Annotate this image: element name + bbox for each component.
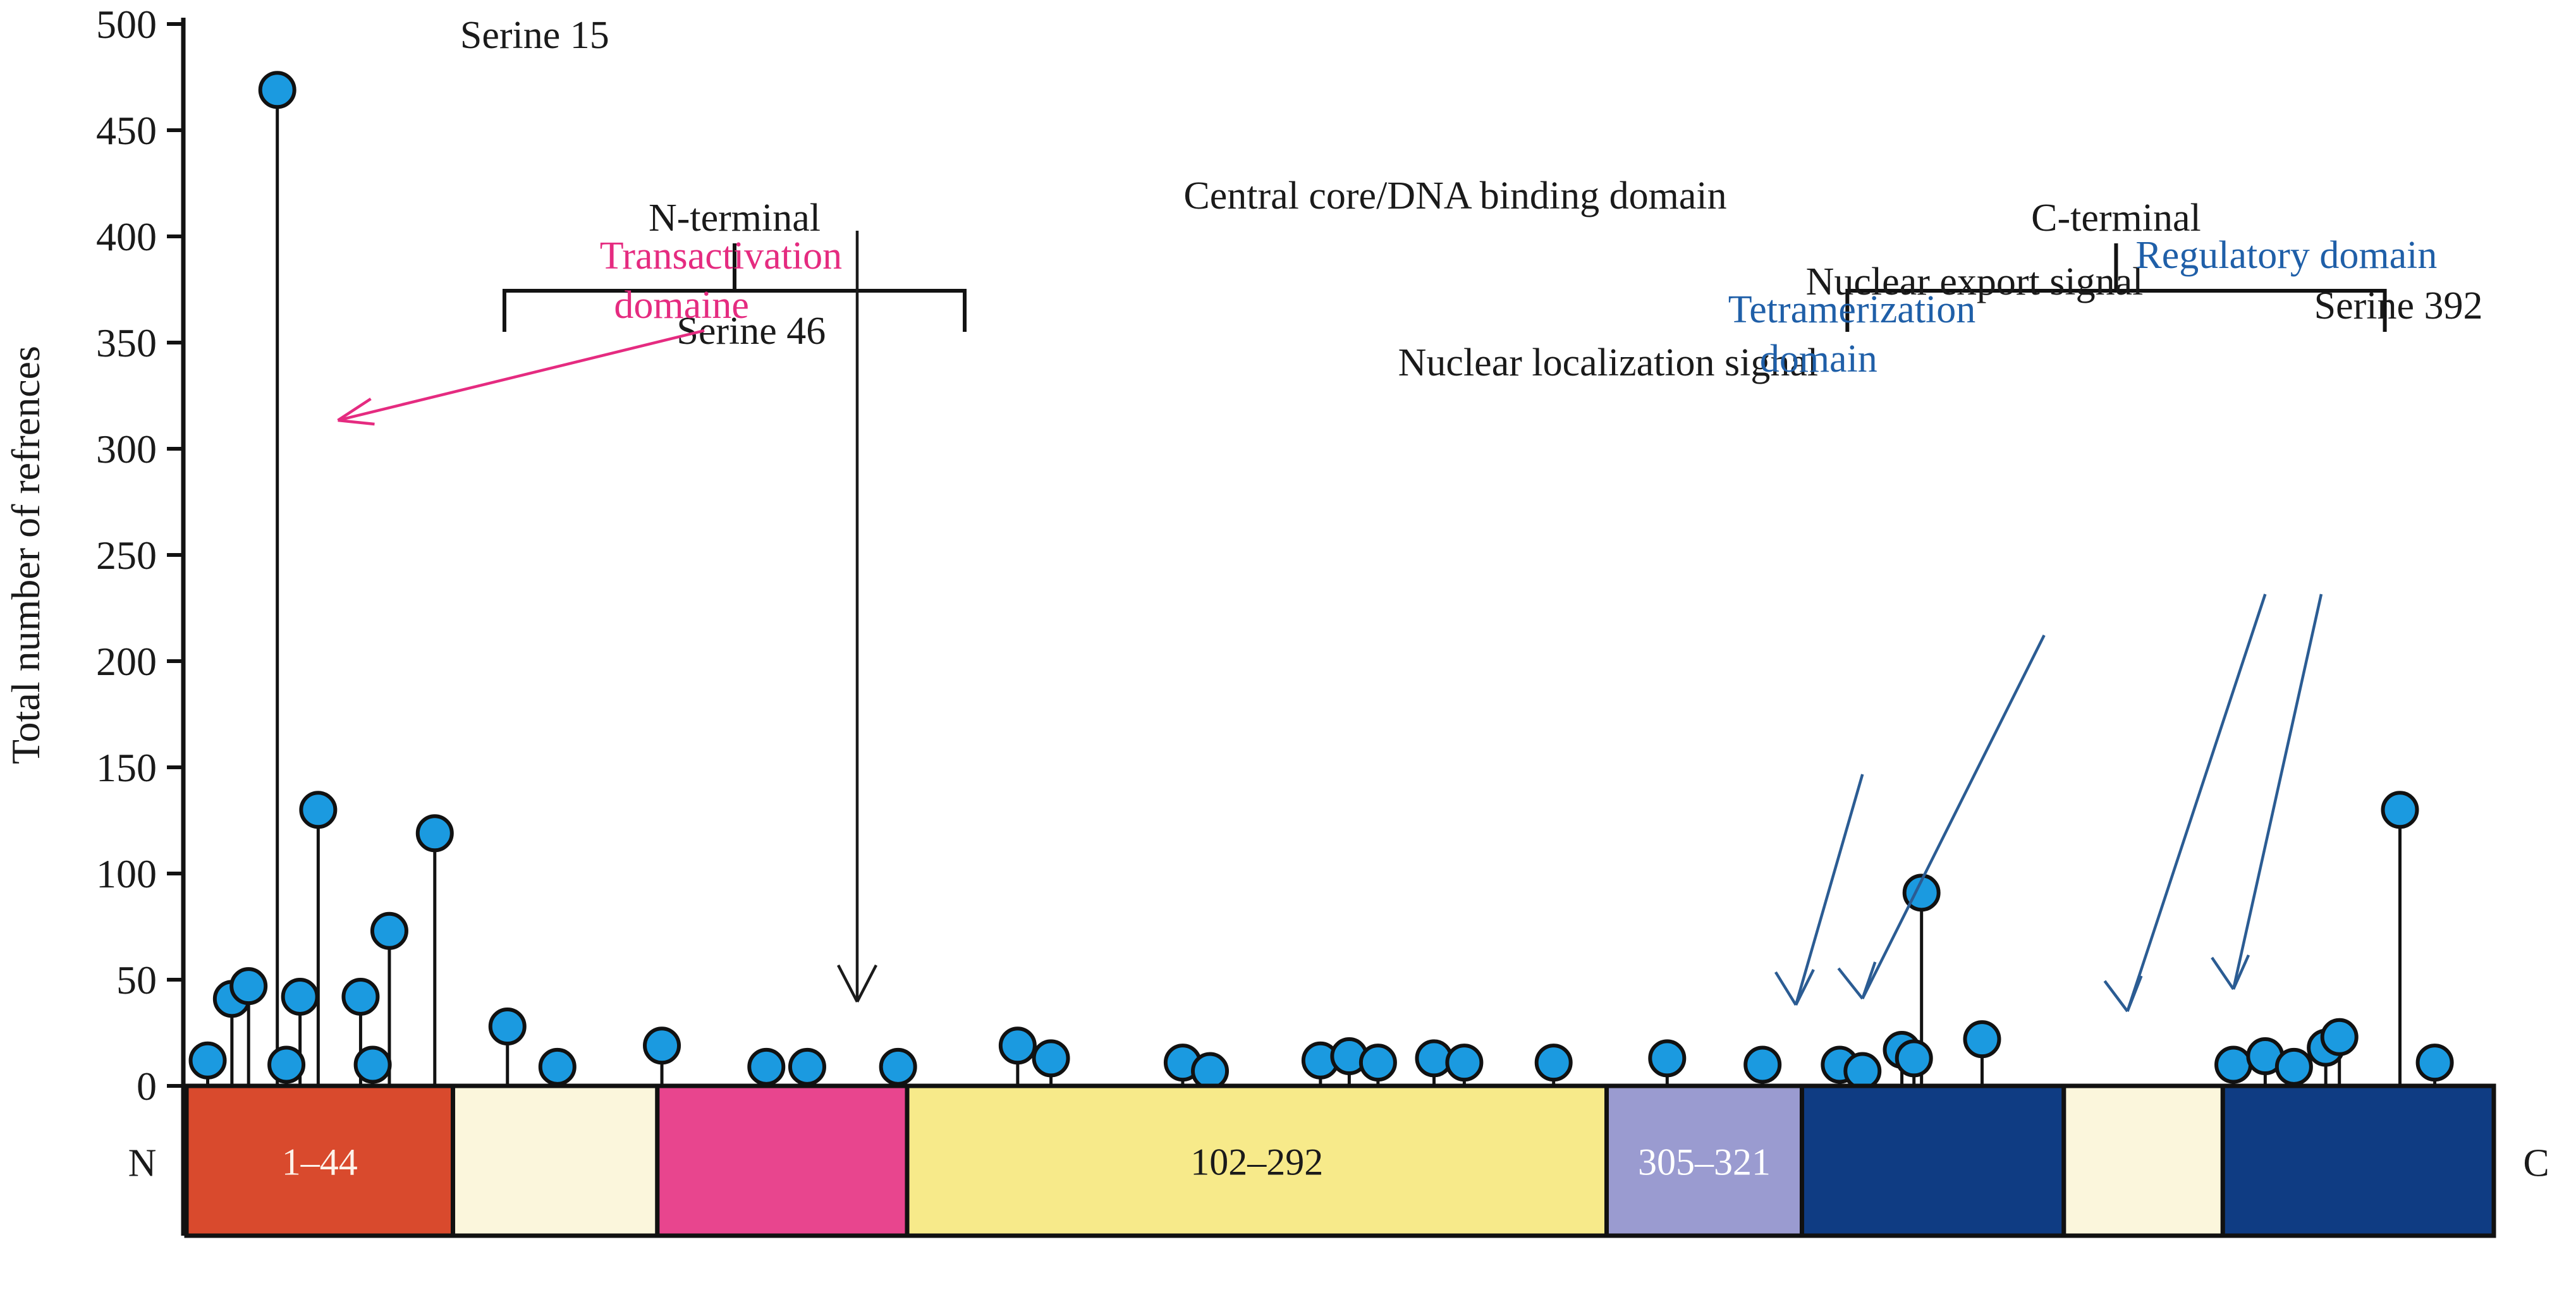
lollipop-marker[interactable]: [1534, 1044, 1573, 1082]
lollipop-marker[interactable]: [643, 1026, 681, 1065]
lollipop-marker[interactable]: [267, 1045, 306, 1084]
domain-blocks-group: 1–44 102–292 305–321: [184, 1083, 2496, 1238]
lollipop-marker[interactable]: [788, 1047, 826, 1086]
lollipop-marker[interactable]: [281, 977, 319, 1016]
transactivation-arrow-b: [338, 418, 375, 426]
regulatory-domain-label: Regulatory domain: [2135, 234, 2437, 277]
n-terminal-bracket-label: N-terminal: [649, 197, 821, 240]
y-axis-tick-label: 150: [96, 745, 157, 790]
c-terminal-bracket-label: C-terminal: [2031, 197, 2201, 240]
lollipop-marker[interactable]: [538, 1047, 577, 1086]
lollipop-marker[interactable]: [488, 1008, 527, 1045]
linker-cream-block-2[interactable]: [2061, 1083, 2225, 1238]
serine-392-label: Serine 392: [2314, 284, 2483, 327]
lollipop-marker[interactable]: [2381, 791, 2419, 829]
n-terminal-tad-block-label: 1–44: [282, 1142, 358, 1183]
nuclear-export-arrow-a: [1837, 967, 1864, 1000]
dna-binding-core-block-label: 102–292: [1190, 1142, 1323, 1183]
regulatory-leader: [2126, 594, 2267, 1012]
transactivation-domaine-line2-label: domaine: [614, 284, 749, 327]
y-axis-tick-label: 100: [96, 851, 157, 896]
lollipop-marker[interactable]: [1963, 1020, 2001, 1059]
central-core-arrow-a: [836, 964, 858, 1003]
tetramerization-navy-block[interactable]: [1799, 1083, 2066, 1238]
y-axis-tick-label: 500: [96, 2, 157, 47]
y-axis-tick-label: 250: [96, 533, 157, 578]
lollipop-marker[interactable]: [2274, 1047, 2313, 1086]
proline-rich-cream-block-1[interactable]: [451, 1083, 660, 1238]
lollipop-marker[interactable]: [1843, 1052, 1882, 1090]
regulatory-arrow-b: [2126, 975, 2143, 1012]
y-axis-title: Total number of refrences: [3, 346, 48, 764]
lollipop-marker[interactable]: [2415, 1044, 2454, 1082]
proline-rich-magenta-block[interactable]: [655, 1083, 910, 1238]
lollipop-marker[interactable]: [1358, 1044, 1397, 1082]
central-core-dna-binding-domain-label: Central core/DNA binding domain: [1183, 174, 1726, 217]
lollipop-marker[interactable]: [258, 71, 296, 109]
y-axis-tick-label: 350: [96, 320, 157, 365]
y-axis-tick-label: 400: [96, 214, 157, 259]
lollipop-marker[interactable]: [415, 814, 454, 853]
lollipop-marker[interactable]: [188, 1041, 227, 1080]
lollipop-markers-group: [188, 71, 2454, 1090]
lollipop-marker[interactable]: [1032, 1039, 1070, 1078]
lollipop-marker[interactable]: [1445, 1044, 1484, 1082]
lollipop-marker[interactable]: [1743, 1045, 1782, 1084]
n-terminal-tad-block[interactable]: [184, 1083, 456, 1238]
tetramerization-arrow-b: [1794, 968, 1815, 1006]
regulatory-arrow2-a: [2211, 956, 2235, 990]
lollipop-marker[interactable]: [747, 1047, 786, 1086]
regulatory-navy-block[interactable]: [2220, 1083, 2496, 1238]
serine-15-label: Serine 15: [460, 14, 609, 57]
tetramerization-domain-line2-label: domain: [1760, 338, 1877, 381]
lollipop-marker[interactable]: [1191, 1052, 1230, 1090]
lollipop-marker[interactable]: [370, 911, 408, 950]
y-axis-tick-label: 0: [137, 1064, 157, 1109]
lollipop-marker[interactable]: [1648, 1039, 1687, 1078]
tetramerization-arrow-a: [1774, 971, 1797, 1006]
regulatory-arrow2-b: [2232, 954, 2250, 990]
c-terminus-label: C: [2523, 1142, 2549, 1185]
lollipop-marker[interactable]: [299, 791, 338, 829]
nuclear-localization-block-label: 305–321: [1638, 1142, 1771, 1183]
lollipop-stems-group: [206, 96, 2437, 1086]
regulatory-arrow-a: [2103, 980, 2129, 1013]
lollipop-marker[interactable]: [2214, 1045, 2253, 1084]
lollipop-marker[interactable]: [2320, 1018, 2359, 1056]
lollipop-marker[interactable]: [1902, 874, 1941, 912]
lollipop-marker[interactable]: [879, 1047, 917, 1086]
nuclear-export-leader: [1861, 634, 2046, 1000]
central-core-arrow-b: [855, 964, 877, 1003]
domain-brackets-group: N-terminal C-terminal: [502, 197, 2387, 332]
regulatory-leader-2: [2231, 594, 2323, 990]
lollipop-marker[interactable]: [341, 977, 380, 1016]
dna-binding-core-block[interactable]: [905, 1083, 1609, 1238]
y-axis-tick-label: 300: [96, 427, 157, 472]
y-axis-tick-label: 450: [96, 108, 157, 153]
y-axis-tick-label: 50: [116, 958, 157, 1002]
transactivation-arrow-a: [337, 398, 372, 422]
tetramerization-leader: [1794, 774, 1864, 1006]
transactivation-domaine-line1-label: Transactivation: [600, 234, 842, 277]
transactivation-leader: [337, 329, 705, 422]
lollipop-marker[interactable]: [1895, 1039, 1933, 1078]
n-terminus-label: N: [128, 1142, 157, 1185]
lollipop-marker[interactable]: [998, 1026, 1037, 1065]
nuclear-export-arrow-b: [1861, 961, 1877, 999]
y-axis-tick-label: 200: [96, 639, 157, 684]
lollipop-marker[interactable]: [229, 967, 268, 1006]
lollipop-marker[interactable]: [353, 1045, 392, 1084]
tetramerization-domain-line1-label: Tetramerization: [1728, 288, 1976, 331]
nuclear-localization-signal-label: Nuclear localization signal: [1398, 341, 1819, 384]
nuclear-export-signal-label: Nuclear export signal: [1806, 260, 2144, 303]
